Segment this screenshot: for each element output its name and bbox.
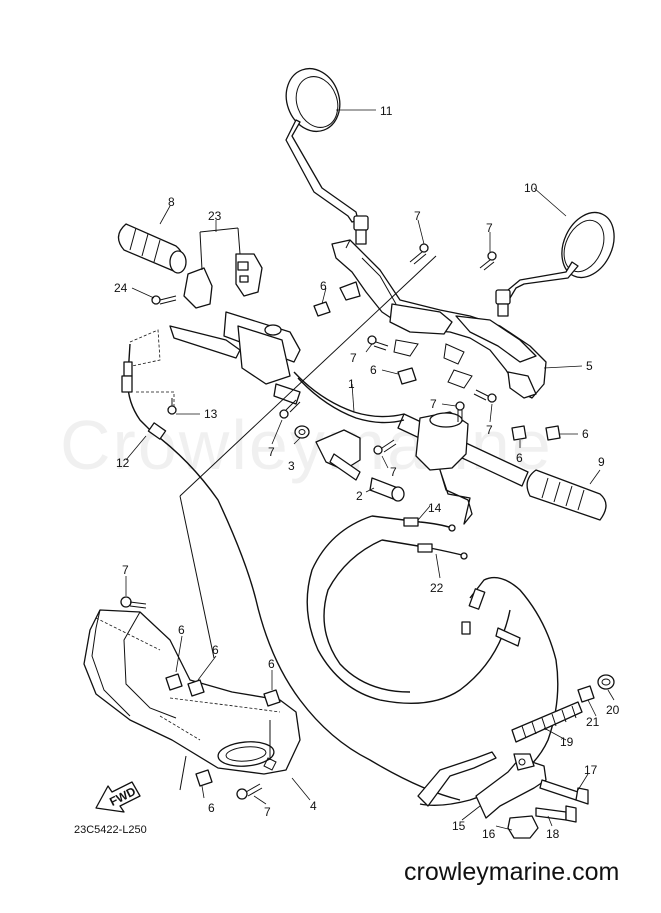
callout-4: 4 — [310, 799, 317, 813]
callout-7c: 7 — [350, 351, 357, 365]
screw-group — [120, 243, 497, 800]
callout-1: 1 — [348, 377, 355, 391]
callout-6d: 6 — [516, 451, 523, 465]
throttle-bracket[interactable] — [475, 753, 589, 839]
callout-7g: 7 — [390, 465, 397, 479]
callout-19: 19 — [560, 735, 574, 749]
callout-20: 20 — [606, 703, 620, 717]
callout-7a: 7 — [414, 209, 421, 223]
callout-6b: 6 — [370, 363, 377, 377]
callout-10: 10 — [524, 181, 538, 195]
fwd-arrow: FWD — [95, 781, 141, 813]
mirror-right[interactable] — [495, 204, 624, 317]
callout-23: 23 — [208, 209, 222, 223]
callout-21: 21 — [586, 715, 600, 729]
left-switch-housing[interactable] — [183, 227, 263, 309]
handlebar-right-grip[interactable] — [397, 411, 607, 525]
handlebar-clamp[interactable] — [294, 425, 405, 502]
callout-2: 2 — [356, 489, 363, 503]
callout-6h: 6 — [208, 801, 215, 815]
spring-and-caps[interactable] — [511, 674, 615, 743]
site-name[interactable]: crowleymarine.com — [404, 858, 620, 886]
callout-18: 18 — [546, 827, 560, 841]
callout-6f: 6 — [212, 643, 219, 657]
callout-3: 3 — [288, 459, 295, 473]
callout-11: 11 — [380, 104, 393, 118]
callout-7i: 7 — [264, 805, 271, 819]
callout-24: 24 — [114, 281, 128, 295]
handlebar-upper-cover[interactable] — [331, 239, 547, 399]
callout-5: 5 — [586, 359, 593, 373]
throttle-cable[interactable] — [306, 515, 511, 704]
mirror-left[interactable] — [278, 61, 369, 245]
callout-6a: 6 — [320, 279, 327, 293]
callout-12: 12 — [116, 456, 130, 470]
callout-7h: 7 — [122, 563, 129, 577]
callout-8: 8 — [168, 195, 175, 209]
callout-14: 14 — [428, 501, 442, 515]
leader-lines — [125, 109, 615, 831]
callout-22: 22 — [430, 581, 444, 595]
callout-6c: 6 — [582, 427, 589, 441]
callout-numbers: 1 2 3 4 5 6 6 6 6 6 6 6 6 7 7 7 7 7 7 7 … — [114, 104, 620, 841]
adjuster-cable[interactable] — [417, 576, 559, 807]
callout-16: 16 — [482, 827, 496, 841]
callout-15: 15 — [452, 819, 466, 833]
callout-6g: 6 — [268, 657, 275, 671]
callout-13: 13 — [204, 407, 218, 421]
callout-17: 17 — [584, 763, 598, 777]
callout-6e: 6 — [178, 623, 185, 637]
drawing-code: 23C5422-L250 — [74, 824, 147, 836]
callout-7b: 7 — [486, 221, 493, 235]
callout-7e: 7 — [486, 423, 493, 437]
clip-nut-group — [165, 281, 561, 787]
left-lever-assembly[interactable] — [169, 311, 301, 405]
left-grip[interactable] — [117, 223, 187, 274]
callout-7d: 7 — [430, 397, 437, 411]
construction-lines — [179, 255, 437, 791]
callout-9: 9 — [598, 455, 605, 469]
callout-7f: 7 — [268, 445, 275, 459]
